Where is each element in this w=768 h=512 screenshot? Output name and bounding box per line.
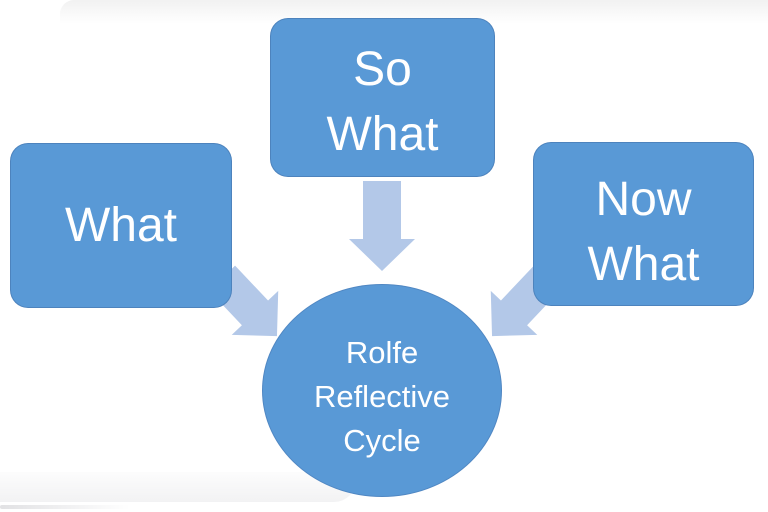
page-edge-line <box>0 505 130 509</box>
node-so-what: So What <box>270 18 495 177</box>
node-center-cycle: Rolfe Reflective Cycle <box>262 284 502 497</box>
node-what-label: What <box>64 199 178 252</box>
node-now-what-label-line2: What <box>587 238 700 291</box>
center-label-line2: Reflective <box>313 378 451 414</box>
node-now-what-label-line1: Now <box>595 173 692 226</box>
node-so-what-label-line2: What <box>326 108 439 161</box>
center-label-line1: Rolfe <box>345 334 419 370</box>
page-curl-shadow <box>0 472 356 502</box>
node-what: What <box>10 143 232 308</box>
center-label-line3: Cycle <box>343 422 421 458</box>
arrow-down-icon <box>349 181 415 271</box>
node-now-what: Now What <box>533 142 754 306</box>
node-so-what-label-line1: So <box>353 43 412 96</box>
